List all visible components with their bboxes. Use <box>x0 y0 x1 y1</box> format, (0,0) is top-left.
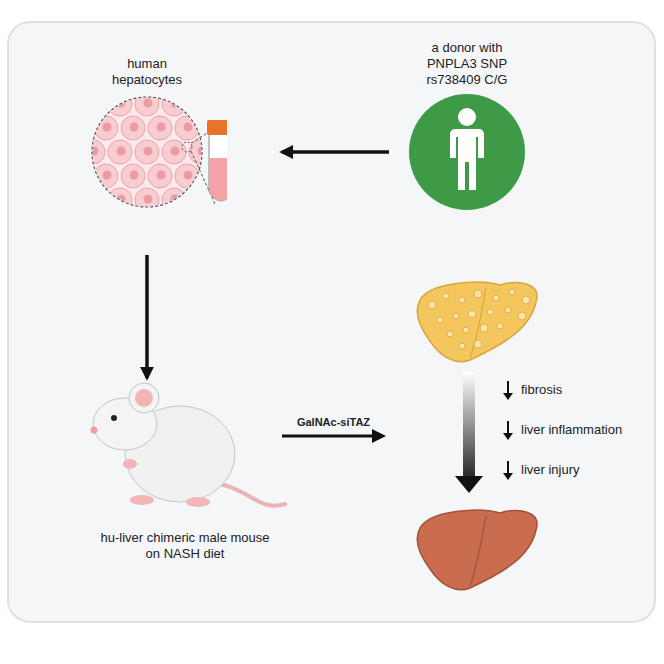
decrease-arrows <box>503 381 513 480</box>
node-illustration <box>397 92 537 214</box>
flow-arrow <box>145 255 149 378</box>
fatty-liver <box>417 282 537 362</box>
flow-arrow <box>282 150 389 154</box>
node-heading: hu-liver chimeric male mouse on NASH die… <box>100 530 270 562</box>
treatment-label: GalNAc-siTAZ <box>282 414 385 430</box>
healthy-liver <box>417 510 537 590</box>
node-illustration <box>80 372 290 520</box>
outcome-label: liver injury <box>521 462 580 478</box>
donor-circle: a donor with PNPLA3 SNP rs738409 C/G <box>397 40 537 214</box>
outcome-label: liver inflammation <box>521 422 622 438</box>
gradient-arrow <box>455 372 483 493</box>
background-panel <box>8 22 655 622</box>
mouse-model: hu-liver chimeric male mouse on NASH die… <box>80 372 290 562</box>
node-heading: a donor with PNPLA3 SNP rs738409 C/G <box>412 40 522 88</box>
outcome-label: fibrosis <box>521 382 562 398</box>
node-heading: human hepatocytes <box>102 56 192 88</box>
treatment-arrow <box>282 429 386 443</box>
hepatocyte-sample: human hepatocytes <box>67 56 227 212</box>
node-illustration <box>67 92 227 212</box>
